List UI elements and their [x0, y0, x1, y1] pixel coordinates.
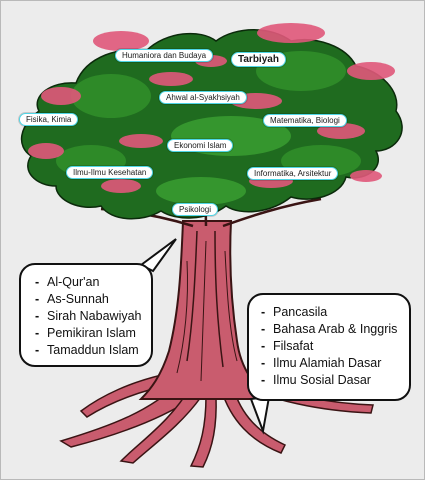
tree-blossoms — [28, 23, 395, 193]
trunk-item: -Tamaddun Islam — [35, 343, 139, 357]
branch-label-informatika-arsitektur: Informatika, Arsitektur — [247, 167, 339, 180]
trunk-item: -As-Sunnah — [35, 292, 109, 306]
branch-label-humaniora: Humaniora dan Budaya — [115, 49, 214, 62]
root-item: -Bahasa Arab & Inggris — [261, 322, 398, 336]
branch-label-matematika-biologi: Matematika, Biologi — [263, 114, 347, 127]
trunk-speech-bubble: -Al-Qur'an -As-Sunnah -Sirah Nabawiyah -… — [19, 263, 153, 367]
trunk-item-list: -Al-Qur'an -As-Sunnah -Sirah Nabawiyah -… — [35, 274, 151, 359]
branch-label-fisika-kimia: Fisika, Kimia — [19, 113, 79, 126]
branch-label-ekonomi-islam: Ekonomi Islam — [167, 139, 234, 152]
trunk-item: -Al-Qur'an — [35, 275, 100, 289]
branch-label-tarbiyah: Tarbiyah — [231, 52, 286, 67]
root-item: -Pancasila — [261, 305, 328, 319]
tree-roots — [59, 372, 374, 468]
branch-label-ilmu-kesehatan: Ilmu-Ilmu Kesehatan — [66, 166, 154, 179]
trunk-item: -Pemikiran Islam — [35, 326, 136, 340]
tree-trunk — [138, 220, 272, 400]
root-item-list: -Pancasila -Bahasa Arab & Inggris -Filsa… — [261, 304, 409, 389]
root-speech-bubble: -Pancasila -Bahasa Arab & Inggris -Filsa… — [247, 293, 411, 401]
branch-label-psikologi: Psikologi — [172, 203, 219, 216]
root-item: -Filsafat — [261, 339, 314, 353]
trunk-item: -Sirah Nabawiyah — [35, 309, 142, 323]
root-item: -Ilmu Sosial Dasar — [261, 373, 371, 387]
branch-label-ahwal: Ahwal al-Syakhsiyah — [159, 91, 247, 104]
root-item: -Ilmu Alamiah Dasar — [261, 356, 382, 370]
